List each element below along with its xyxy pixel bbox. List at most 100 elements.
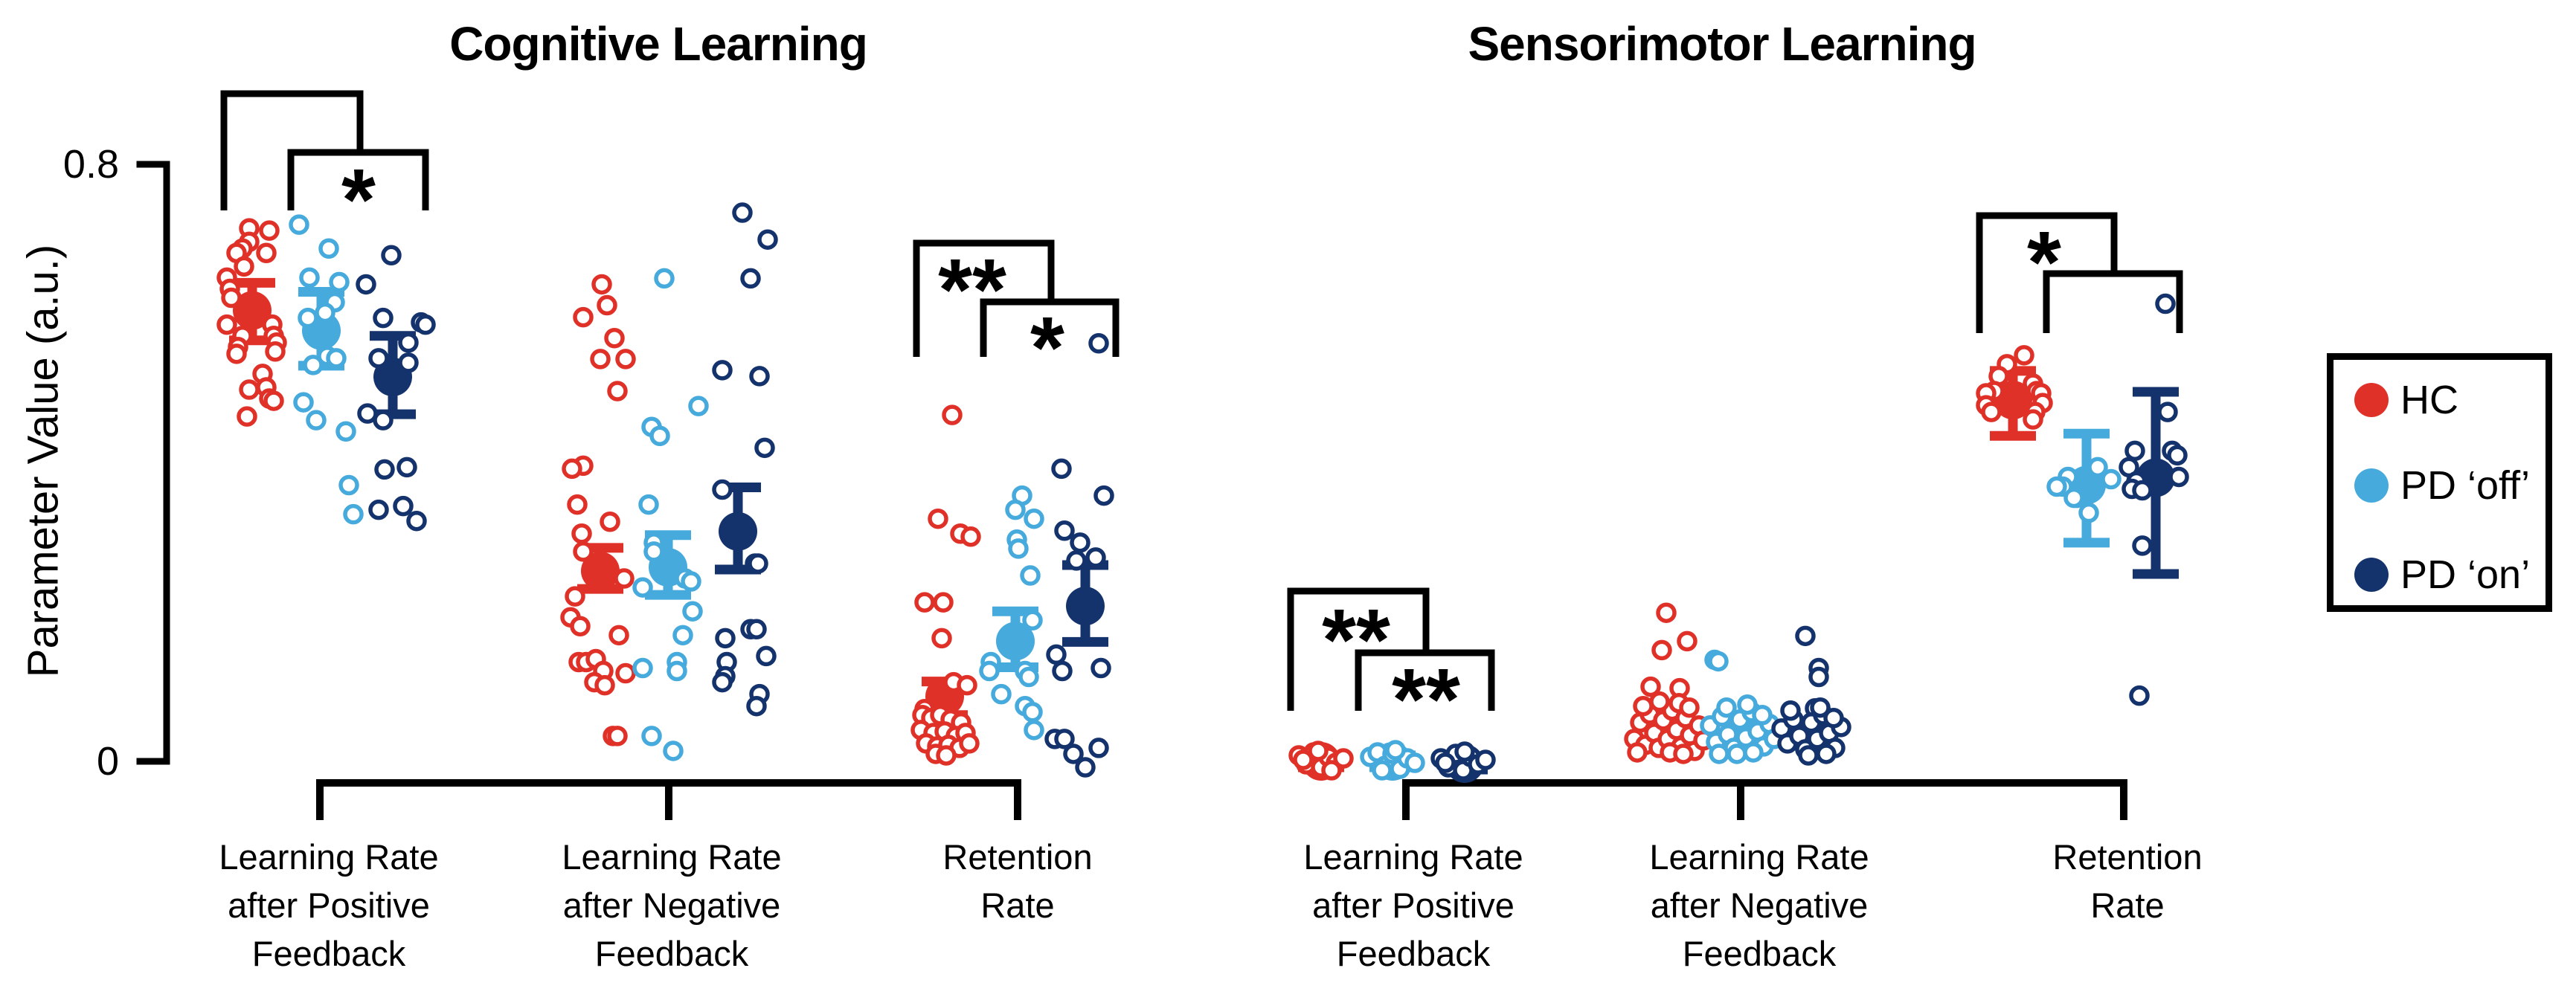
- scatter-point: [615, 662, 636, 684]
- scatter-point: [1046, 644, 1067, 665]
- scatter-point: [1066, 550, 1087, 571]
- scatter-point: [221, 287, 242, 309]
- category-line: Learning Rate: [219, 837, 439, 877]
- scatter-point: [597, 294, 617, 316]
- scatter-point: [654, 268, 675, 289]
- scatter-point: [368, 348, 389, 369]
- scatter-point: [1795, 625, 1816, 647]
- scatter-point: [2023, 409, 2043, 430]
- scatter-point: [1321, 760, 1342, 781]
- sig-label: *: [1030, 299, 1064, 397]
- scatter-point: [649, 425, 670, 447]
- scatter-point: [1024, 508, 1044, 529]
- scatter-point: [565, 586, 585, 607]
- sig-bracket: [1976, 212, 2118, 333]
- scatter-point: [712, 479, 733, 500]
- category-line: Learning Rate: [1649, 837, 1869, 877]
- scatter-point: [942, 404, 963, 425]
- sig-bracket: [220, 90, 364, 210]
- scatter-point: [1737, 694, 1758, 715]
- scatter-point: [641, 726, 662, 746]
- scatter-point: [298, 307, 318, 329]
- sig-label: *: [341, 151, 376, 249]
- scatter-point: [1005, 499, 1026, 520]
- y-tick-label-0.8: 0.8: [62, 142, 119, 187]
- scatter-point: [1022, 701, 1043, 723]
- scatter-point: [643, 541, 664, 562]
- pd-on-dot-icon: [2354, 558, 2389, 592]
- series-sensorimotor-c2: [1624, 602, 1714, 764]
- scatter-point: [681, 571, 701, 592]
- scatter-point: [1677, 630, 1697, 652]
- scatter-point: [663, 741, 684, 761]
- scatter-point: [303, 355, 324, 375]
- scatter-point: [1823, 708, 1844, 729]
- scatter-point: [1052, 660, 1073, 682]
- scatter-point: [1091, 657, 1111, 679]
- scatter-point: [373, 307, 394, 329]
- scatter-point: [1063, 743, 1084, 764]
- scatter-point: [2155, 293, 2176, 314]
- scatter-point: [2132, 480, 2153, 501]
- scatter-point: [1020, 565, 1041, 586]
- series-cognitive-c2: [560, 274, 636, 746]
- sig-label: **: [1392, 651, 1460, 749]
- scatter-point: [226, 343, 247, 364]
- series-cognitive-c1: [356, 245, 436, 532]
- series-cognitive-c3: [1044, 333, 1114, 778]
- scatter-point: [1018, 666, 1039, 688]
- scatter-point: [746, 695, 767, 717]
- y-axis-title: Parameter Value (a.u.): [19, 244, 68, 678]
- category-line: Rate: [2090, 886, 2165, 925]
- scatter-point: [318, 238, 339, 259]
- legend-entry-pd-on: PD ‘on’: [2354, 552, 2530, 597]
- category-label-cog-positive: Learning Rate after Positive Feedback: [135, 833, 522, 978]
- scatter-point: [326, 348, 347, 369]
- scatter-point: [1752, 705, 1773, 726]
- scatter-point: [571, 523, 592, 544]
- scatter-point: [2063, 487, 2084, 509]
- scatter-point: [712, 671, 733, 693]
- category-line: Learning Rate: [1303, 837, 1523, 877]
- scatter-point: [338, 474, 359, 496]
- scatter-point: [356, 274, 376, 295]
- scatter-point: [263, 390, 284, 411]
- category-line: after Positive: [1312, 886, 1515, 925]
- scatter-point: [748, 553, 768, 574]
- scatter-point: [688, 396, 709, 416]
- sig-label: **: [938, 241, 1006, 339]
- scatter-point: [573, 541, 594, 562]
- scatter-point: [1633, 695, 1654, 717]
- scatter-point: [1385, 740, 1406, 761]
- scatter-point: [590, 349, 611, 370]
- series-cognitive-c1: [216, 218, 287, 427]
- scatter-point: [1808, 666, 1829, 688]
- scatter-point: [1743, 742, 1764, 763]
- scatter-point: [381, 245, 402, 266]
- scatter-point: [1070, 532, 1091, 553]
- scatter-point: [216, 314, 237, 335]
- scatter-point: [1727, 743, 1747, 764]
- category-line: Rate: [980, 886, 1055, 925]
- scatter-point: [306, 410, 327, 430]
- scatter-point: [638, 494, 659, 515]
- pd-off-dot-icon: [2354, 468, 2389, 503]
- scatter-point: [632, 577, 653, 598]
- scatter-point: [562, 458, 582, 480]
- scatter-point: [756, 645, 777, 667]
- scatter-point: [343, 503, 364, 525]
- sig-bracket: [2043, 270, 2183, 333]
- hc-dot-icon: [2354, 383, 2389, 417]
- scatter-point: [1088, 333, 1109, 354]
- sig-bracket: [287, 149, 429, 210]
- series-cognitive-c2: [712, 202, 778, 717]
- scatter-point: [1022, 610, 1043, 630]
- scatter-point: [757, 229, 778, 250]
- scatter-point: [608, 625, 629, 646]
- category-label-sm-negative: Learning Rate after Negative Feedback: [1566, 833, 1953, 978]
- series-sensorimotor-c3: [1976, 345, 2053, 441]
- scatter-point: [1708, 651, 1729, 672]
- scatter-point: [754, 437, 775, 459]
- scatter-point: [1679, 697, 1700, 718]
- scatter-point: [1333, 748, 1354, 769]
